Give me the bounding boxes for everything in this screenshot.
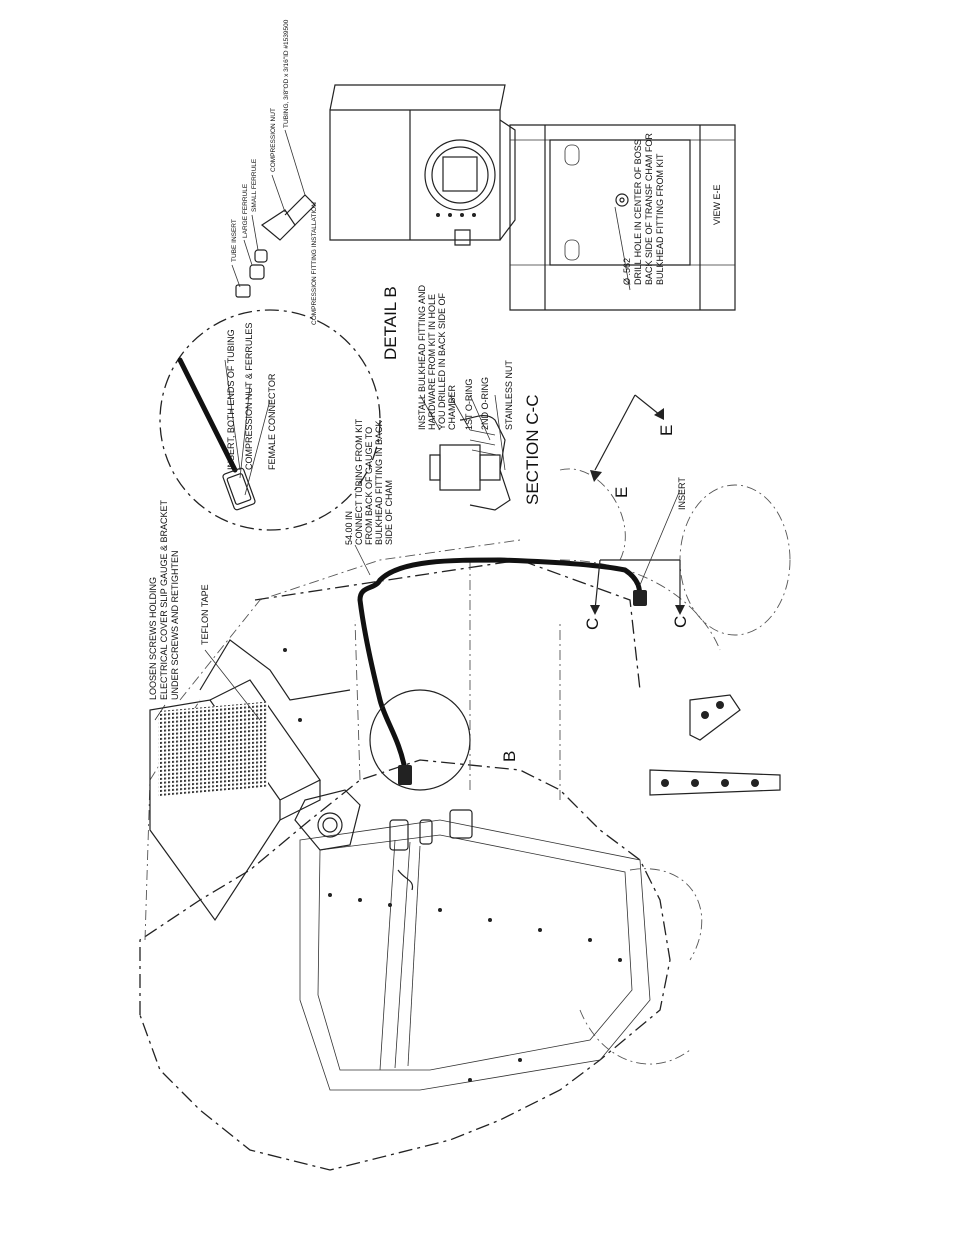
- rail-brackets: [649, 694, 781, 796]
- section-e-arrows: [590, 394, 664, 482]
- section-c-arrows: [590, 489, 685, 615]
- compression-nut-ferrules-label: COMPRESSION NUT & FERRULES: [244, 323, 254, 470]
- e-callout-1: E: [612, 487, 631, 498]
- loose-fittings: [389, 809, 473, 891]
- c-callout-2: C: [671, 616, 690, 628]
- detail-b-enlarged: [159, 309, 381, 531]
- large-ferrule-label: LARGE FERRULE: [242, 183, 249, 238]
- insert-label: INSERT: [677, 477, 687, 510]
- drill-line-2: DRILL HOLE IN CENTER OF BOSS: [633, 139, 643, 285]
- chamber-end-view: [329, 84, 516, 246]
- detail-b-circle: [369, 689, 471, 791]
- detail-b-title: DETAIL B: [381, 286, 400, 360]
- compression-fitting: [235, 194, 316, 298]
- labels: LOOSEN SCREWS HOLDING ELECTRICAL COVER S…: [148, 19, 722, 762]
- e-callout-2: E: [657, 425, 676, 436]
- oring-2-label: 2ND O-RING: [480, 377, 490, 430]
- chamber-body: [139, 468, 791, 1171]
- leader-lines: [154, 129, 631, 721]
- gauge-bracket: [294, 789, 361, 851]
- compression-installation-label: COMPRESSION FITTING INSTALLATION: [311, 202, 318, 325]
- insert-both-ends-label: INSERT, BOTH ENDS OF TUBING: [226, 329, 236, 470]
- small-ferrule-label: SMALL FERRULE: [251, 158, 258, 212]
- loosen-line-1: LOOSEN SCREWS HOLDING: [148, 577, 158, 700]
- connect-line-5: SIDE OF CHAM: [384, 480, 394, 545]
- c-callout-1: C: [583, 618, 602, 630]
- electrical-cover: [149, 639, 351, 922]
- connect-line-3: FROM BACK OF GAUGE TO: [364, 427, 374, 545]
- b-callout: B: [500, 751, 519, 762]
- install-line-2: HARDWARE FROM KIT IN HOLE: [427, 294, 437, 430]
- connect-line-1: 54.00 IN: [344, 511, 354, 545]
- drill-line-3: BACK SIDE OF TRANSF CHAM FOR: [644, 133, 654, 285]
- view-ee-title: VIEW E-E: [712, 184, 722, 225]
- stainless-nut-label: STAINLESS NUT: [504, 360, 514, 430]
- section-cc-title: SECTION C-C: [523, 395, 542, 506]
- oring-1-label: 1ST O-RING: [464, 379, 474, 430]
- connect-line-4: BULKHEAD FITTING IN BACK: [374, 420, 384, 545]
- teflon-label: TEFLON TAPE: [200, 584, 210, 645]
- install-line-1: INSTALL BULKHEAD FITTING AND: [417, 284, 427, 430]
- tubing-spec-label: TUBING, 3/8"OD x 3/16"ID #1539500: [283, 19, 290, 128]
- section-cc-fitting: [429, 415, 511, 511]
- tube-insert-label: TUBE INSERT: [231, 219, 238, 262]
- loosen-line-3: UNDER SCREWS AND RETIGHTEN: [170, 550, 180, 700]
- tubing: [357, 557, 647, 785]
- loosen-line-2: ELECTRICAL COVER SLIP GAUGE & BRACKET: [159, 499, 169, 700]
- connect-line-2: CONNECT TUBING FROM KIT: [354, 418, 364, 545]
- install-line-4: CHAMBER: [447, 384, 457, 430]
- drill-line-1: Ø .562: [622, 258, 632, 285]
- compression-nut-label: COMPRESSION NUT: [270, 108, 277, 172]
- female-connector-label: FEMALE CONNECTOR: [267, 373, 277, 470]
- install-line-3: YOU DRILLED IN BACK SIDE OF: [437, 292, 447, 430]
- drill-line-4: BULKHEAD FITTING FROM KIT: [655, 153, 665, 285]
- view-ee-drawing: [509, 124, 736, 311]
